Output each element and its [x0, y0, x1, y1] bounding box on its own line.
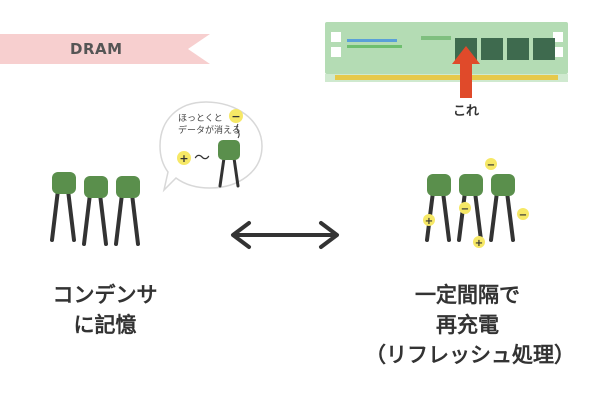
- capacitors-left: [50, 172, 140, 246]
- ram-pointer-label: これ: [453, 104, 480, 119]
- capacitor-icon: [489, 174, 515, 242]
- left-caption-line2: に記憶: [73, 313, 137, 337]
- svg-text:+: +: [475, 238, 483, 249]
- capacitor-icon: [425, 174, 451, 242]
- right-caption-line2: 再充電: [436, 313, 499, 337]
- charge-plus: +: [423, 214, 435, 227]
- svg-text:−: −: [519, 210, 527, 221]
- left-caption-line1: コンデンサ: [52, 283, 158, 307]
- banner-label: DRAM: [70, 40, 123, 58]
- dram-banner: [0, 34, 210, 64]
- bubble-text-line1: ほっとくと: [178, 114, 223, 124]
- bubble-plus: +: [179, 152, 188, 165]
- bubble-minus: −: [231, 110, 240, 123]
- right-caption: 一定間隔で 再充電 （リフレッシュ処理）: [365, 280, 575, 370]
- bubble-text-line2: データが消える: [178, 126, 241, 136]
- ram-module-icon: [325, 22, 568, 98]
- red-up-arrow-icon: [452, 46, 480, 98]
- capacitor-icon: [50, 172, 76, 242]
- svg-text:−: −: [487, 160, 495, 171]
- charge-minus: −: [517, 208, 529, 221]
- charge-plus: +: [473, 236, 485, 249]
- left-caption: コンデンサ に記憶: [30, 280, 180, 340]
- charge-minus: −: [459, 202, 471, 215]
- right-caption-line1: 一定間隔で: [415, 283, 520, 307]
- bubble-tilde: 〜: [194, 148, 210, 167]
- right-caption-line3: （リフレッシュ処理）: [365, 343, 575, 367]
- svg-text:−: −: [461, 204, 469, 215]
- capacitor-icon: [218, 140, 240, 188]
- capacitor-icon: [457, 174, 483, 242]
- capacitor-icon: [82, 176, 108, 246]
- svg-text:+: +: [425, 216, 433, 227]
- charge-minus: −: [485, 158, 497, 171]
- double-arrow-icon: [231, 221, 339, 249]
- capacitor-icon: [114, 176, 140, 246]
- capacitors-right: − − − + +: [423, 158, 529, 249]
- bubble-text: ほっとくと データが消える: [178, 113, 258, 137]
- speech-bubble-icon: − + 〜: [159, 101, 263, 193]
